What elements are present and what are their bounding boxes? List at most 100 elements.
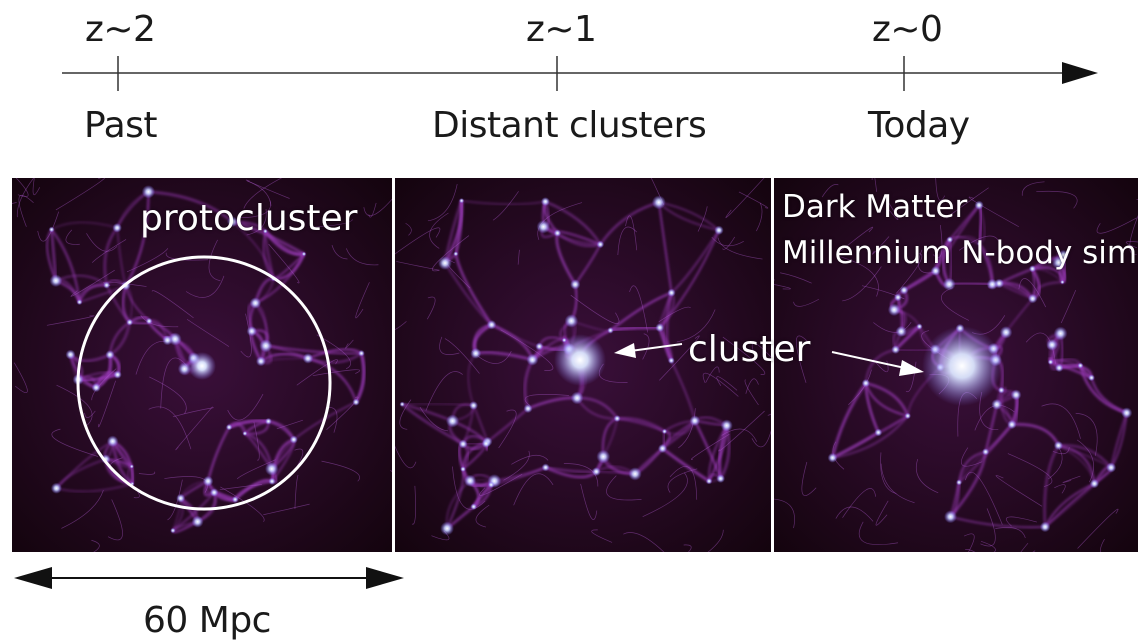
halo — [259, 339, 273, 353]
fine-filament — [13, 362, 28, 393]
fine-filament — [51, 428, 99, 457]
fine-filament — [705, 366, 720, 383]
fine-filament — [1018, 278, 1047, 308]
halo — [899, 285, 909, 295]
filament — [949, 235, 980, 244]
fine-filament — [995, 475, 1043, 507]
fine-filament — [524, 394, 570, 406]
fine-filament — [399, 399, 412, 430]
halo — [170, 527, 176, 534]
fine-filament — [875, 500, 889, 526]
fine-filament — [842, 488, 877, 518]
fine-filament — [395, 445, 417, 469]
fine-filament — [1076, 439, 1094, 483]
fine-filament — [164, 476, 209, 493]
halo — [352, 398, 360, 406]
filament — [865, 381, 909, 417]
halo — [486, 319, 497, 330]
fine-filament — [932, 225, 943, 258]
filament — [401, 403, 464, 446]
fine-filament — [756, 202, 763, 232]
halo — [105, 350, 115, 360]
fine-filament — [887, 203, 899, 220]
fine-filament — [236, 459, 276, 480]
fine-filament — [395, 321, 407, 330]
halo — [302, 353, 314, 364]
halo — [1077, 362, 1084, 369]
fine-filament — [905, 361, 917, 393]
fine-filament — [98, 380, 116, 428]
halo — [91, 382, 101, 393]
halo — [891, 345, 900, 355]
filament — [544, 200, 602, 246]
halo — [1053, 440, 1064, 451]
halo — [106, 435, 119, 448]
fine-filament — [570, 294, 620, 324]
timeline-arrowhead — [1062, 62, 1098, 84]
fine-filament — [617, 226, 638, 256]
fine-filament — [1100, 539, 1105, 552]
fine-filament — [363, 198, 392, 216]
fine-filament — [872, 236, 890, 255]
fine-filament — [243, 178, 283, 209]
fine-filament — [1075, 412, 1098, 456]
fine-filament — [744, 379, 759, 406]
halo — [999, 326, 1013, 339]
z-label-today: z~0 — [872, 9, 943, 50]
fine-filament — [492, 191, 519, 221]
fine-filament — [848, 369, 872, 405]
fine-filament — [642, 472, 688, 517]
halo — [564, 314, 579, 328]
fine-filament — [725, 178, 765, 219]
halo — [458, 198, 465, 204]
fine-filament — [716, 376, 738, 391]
filament — [50, 228, 81, 303]
fine-filament — [836, 255, 879, 297]
filament — [1044, 482, 1095, 528]
halo — [470, 347, 482, 359]
halo — [264, 462, 279, 476]
fine-filament — [294, 474, 299, 510]
fine-filament — [429, 212, 449, 249]
halo — [191, 515, 204, 528]
halo — [358, 350, 365, 357]
fine-filament — [767, 413, 771, 416]
filament — [670, 229, 720, 294]
fine-filament — [513, 473, 554, 506]
fine-filament — [151, 290, 194, 319]
fine-filament — [355, 282, 370, 319]
halo — [1028, 265, 1036, 273]
halo — [596, 449, 611, 464]
fine-filament — [268, 243, 300, 284]
fine-filament — [880, 452, 897, 494]
fine-filament — [149, 376, 187, 414]
filament — [148, 190, 234, 223]
halo — [50, 482, 63, 494]
halo — [946, 236, 954, 243]
fine-filament — [312, 369, 361, 377]
era-label-distant: Distant clusters — [432, 105, 707, 146]
fine-filament — [425, 371, 463, 411]
fine-filament — [126, 248, 169, 273]
fine-filament — [91, 239, 127, 263]
halo — [1007, 419, 1017, 430]
fine-filament — [774, 498, 795, 529]
fine-filament — [46, 315, 95, 326]
halo — [249, 297, 262, 309]
halo — [541, 463, 550, 472]
fine-filament — [61, 489, 104, 529]
fine-filament — [835, 506, 874, 522]
filament — [446, 468, 465, 529]
halo — [226, 216, 238, 228]
fine-filament — [175, 406, 213, 451]
fine-filament — [186, 318, 230, 347]
fine-filament — [606, 475, 642, 501]
fine-filament — [263, 503, 310, 516]
fine-filament — [331, 245, 348, 260]
fine-filament — [958, 235, 1000, 251]
fine-filament — [309, 219, 353, 228]
halo — [438, 256, 452, 270]
fine-filament — [368, 202, 377, 218]
fine-filament — [591, 529, 613, 543]
